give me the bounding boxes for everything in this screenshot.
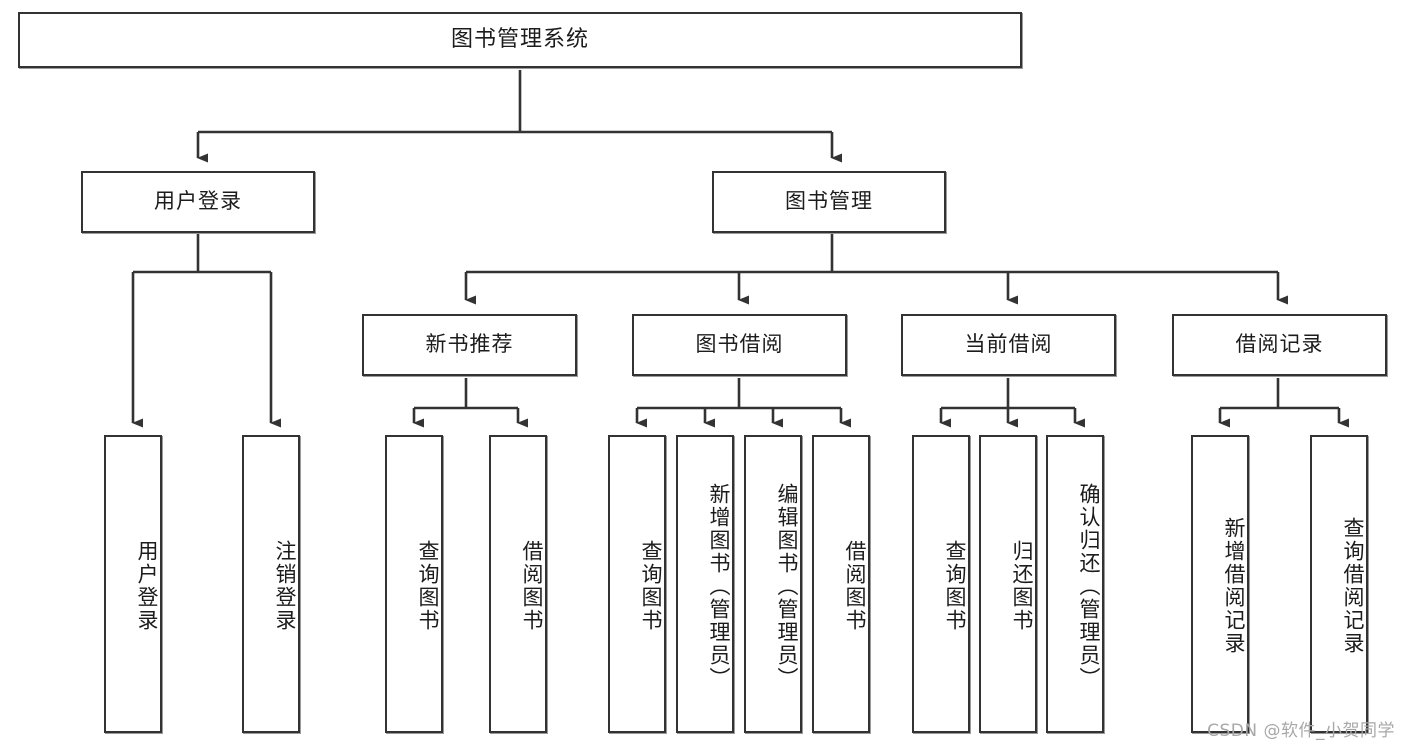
node-current-borrow-label: 当前借阅 [964,332,1053,357]
leaf-user-login-1[interactable]: 用户登录 [104,435,162,733]
node-book-borrow[interactable]: 图书借阅 [632,314,847,376]
leaf-book-borrow-2-label: 新增图书（管理员） [707,482,731,690]
node-book-manage[interactable]: 图书管理 [712,171,946,233]
node-new-book-recommend-label: 新书推荐 [425,332,514,357]
leaf-book-borrow-2[interactable]: 新增图书（管理员） [676,435,734,733]
leaf-user-login-2-label: 注销登录 [273,540,297,632]
leaf-borrow-record-2[interactable]: 查询借阅记录 [1310,435,1368,733]
leaf-borrow-record-1[interactable]: 新增借阅记录 [1191,435,1249,733]
leaf-book-borrow-3-label: 编辑图书（管理员） [775,482,799,690]
leaf-book-borrow-1-label: 查询图书 [639,540,663,632]
node-new-book-recommend[interactable]: 新书推荐 [362,314,577,376]
node-borrow-record[interactable]: 借阅记录 [1172,314,1387,376]
node-current-borrow[interactable]: 当前借阅 [901,314,1116,376]
node-book-manage-label: 图书管理 [785,189,873,214]
watermark-text: CSDN @软件_小贺同学 [1207,721,1395,741]
node-book-borrow-label: 图书借阅 [695,332,784,357]
leaf-book-borrow-3[interactable]: 编辑图书（管理员） [744,435,802,733]
leaf-new-book-1[interactable]: 查询图书 [385,435,443,733]
leaf-current-borrow-2[interactable]: 归还图书 [979,435,1037,733]
leaf-book-borrow-1[interactable]: 查询图书 [608,435,666,733]
leaf-book-borrow-4-label: 借阅图书 [843,540,867,632]
leaf-current-borrow-1-label: 查询图书 [943,540,967,632]
leaf-borrow-record-2-label: 查询借阅记录 [1341,517,1365,655]
node-user-login-label: 用户登录 [154,189,242,214]
leaf-new-book-1-label: 查询图书 [416,540,440,632]
node-root[interactable]: 图书管理系统 [18,12,1022,68]
leaf-current-borrow-2-label: 归还图书 [1010,540,1034,632]
node-root-label: 图书管理系统 [450,26,589,52]
leaf-current-borrow-3-label: 确认归还（管理员） [1077,482,1101,690]
leaf-user-login-1-label: 用户登录 [135,540,159,632]
node-user-login[interactable]: 用户登录 [81,171,315,233]
leaf-current-borrow-1[interactable]: 查询图书 [912,435,970,733]
leaf-book-borrow-4[interactable]: 借阅图书 [812,435,870,733]
node-borrow-record-label: 借阅记录 [1235,332,1324,357]
leaf-user-login-2[interactable]: 注销登录 [242,435,300,733]
leaf-current-borrow-3[interactable]: 确认归还（管理员） [1046,435,1104,733]
leaf-borrow-record-1-label: 新增借阅记录 [1222,517,1246,655]
leaf-new-book-2-label: 借阅图书 [520,540,544,632]
leaf-new-book-2[interactable]: 借阅图书 [489,435,547,733]
